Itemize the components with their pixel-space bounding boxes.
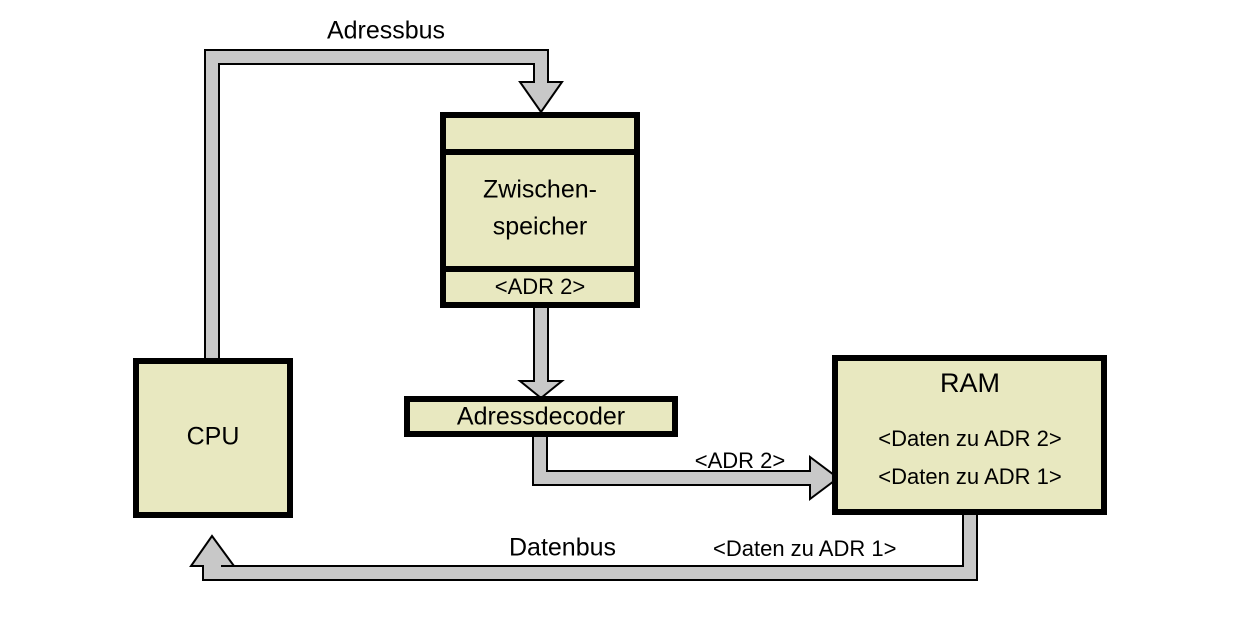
zs-decoder-path — [517, 303, 565, 400]
adressdecoder-box[interactable] — [404, 396, 678, 437]
edge-adressbus — [204, 49, 564, 361]
cpu-label: CPU — [187, 423, 240, 451]
zwischenspeicher-row-bottom: <ADR 2> — [495, 274, 586, 299]
zwischenspeicher-label-line1: Zwischen- — [483, 176, 597, 204]
node-ram[interactable]: RAM <Daten zu ADR 2> <Daten zu ADR 1> — [832, 355, 1107, 515]
ram-line-1: <Daten zu ADR 2> — [878, 426, 1061, 451]
edge-adressdecoder-to-ram — [532, 434, 840, 501]
node-zwischenspeicher[interactable]: Zwischen- speicher <ADR 2> — [440, 112, 640, 308]
edge-datenbus — [189, 511, 978, 581]
decoder-ram-label: <ADR 2> — [695, 448, 786, 473]
adressdecoder-label: Adressdecoder — [457, 403, 625, 431]
cpu-box[interactable] — [133, 358, 293, 518]
ram-title: RAM — [940, 368, 1000, 398]
datenbus-payload-label: <Daten zu ADR 1> — [713, 536, 896, 561]
ram-box[interactable] — [832, 355, 1107, 515]
adressbus-path — [204, 49, 564, 361]
edge-zwischenspeicher-to-adressdecoder — [517, 303, 565, 400]
ram-line-2: <Daten zu ADR 1> — [878, 464, 1061, 489]
zwischenspeicher-box[interactable] — [440, 112, 640, 308]
zwischenspeicher-label-line2: speicher — [493, 213, 588, 241]
node-adressdecoder[interactable]: Adressdecoder — [404, 396, 678, 437]
node-cpu[interactable]: CPU — [133, 358, 293, 518]
adressbus-label: Adressbus — [327, 17, 445, 45]
decoder-ram-path — [532, 434, 840, 501]
datenbus-label: Datenbus — [509, 534, 616, 562]
datenbus-path — [189, 511, 978, 581]
